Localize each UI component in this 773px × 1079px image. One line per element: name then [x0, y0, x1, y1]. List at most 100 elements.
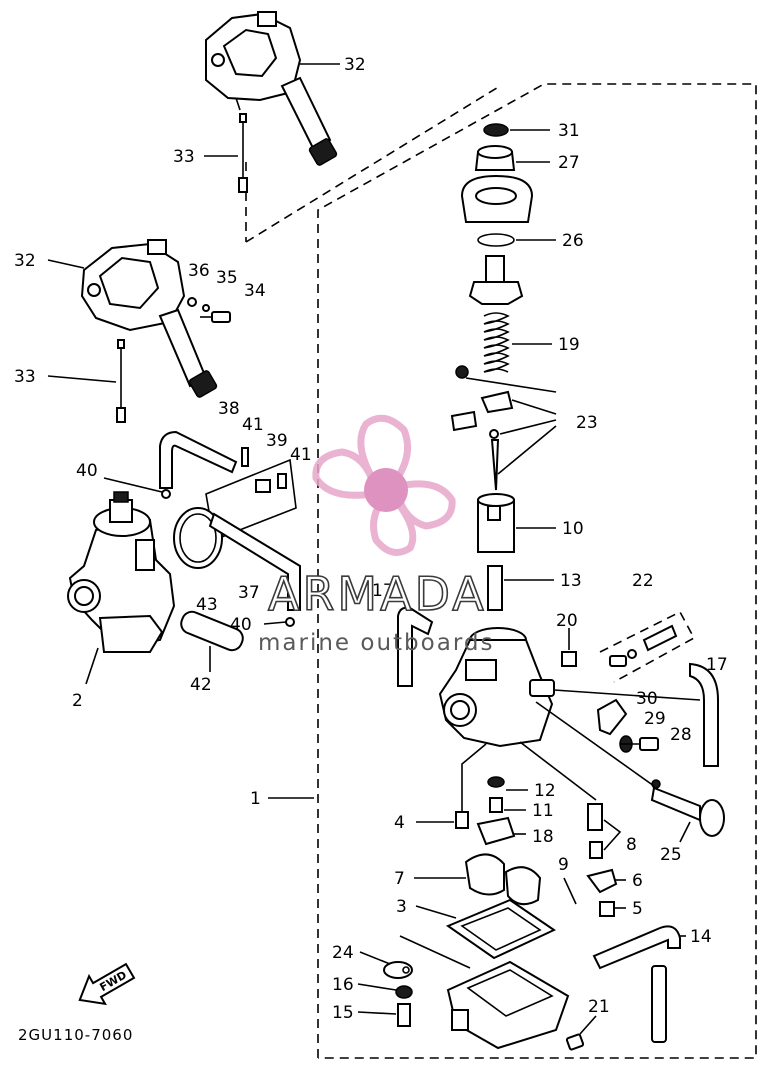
cable-33-upper — [238, 113, 248, 193]
callout-6: 6 — [632, 871, 643, 891]
callout-29: 29 — [644, 709, 666, 729]
carburetor-body-1 — [438, 627, 555, 748]
callout-41b: 41 — [290, 445, 312, 465]
hose-38 — [159, 430, 238, 489]
callout-32a: 32 — [344, 55, 366, 75]
screw-21 — [565, 1033, 585, 1051]
callout-20: 20 — [556, 611, 578, 631]
callout-8: 8 — [626, 835, 637, 855]
throttle-valve-unit-lower — [80, 239, 218, 398]
washer-12 — [487, 776, 505, 788]
cable-adjuster — [468, 255, 524, 305]
callout-28: 28 — [670, 725, 692, 745]
assembly-boundary — [245, 83, 757, 1059]
washer-16 — [395, 985, 413, 999]
leader-32b — [47, 259, 85, 269]
hose-37 — [208, 512, 301, 611]
callout-21: 21 — [588, 997, 610, 1017]
callout-25: 25 — [660, 845, 682, 865]
callout-17b: 17 — [706, 655, 728, 675]
callout-33b: 33 — [14, 367, 36, 387]
callout-9: 9 — [558, 855, 569, 875]
main-jet-4 — [455, 811, 469, 829]
callout-7: 7 — [394, 869, 405, 889]
o-ring-26 — [477, 233, 515, 247]
callout-43: 43 — [196, 595, 218, 615]
bracket-30 — [596, 698, 628, 736]
needle-jet-13 — [487, 565, 503, 611]
tube-42 — [180, 610, 244, 652]
gasket-3 — [445, 898, 557, 960]
callout-15: 15 — [332, 1003, 354, 1023]
callout-22: 22 — [632, 571, 654, 591]
watermark-title: ARMADA — [268, 567, 487, 621]
pilot-screw-set-22 — [599, 610, 696, 683]
hose-17b — [689, 662, 719, 767]
callout-5: 5 — [632, 899, 643, 919]
drawing-code: 2GU110-7060 — [18, 1026, 133, 1044]
hose-17a — [397, 606, 434, 687]
callout-31: 31 — [558, 121, 580, 141]
screw-28 — [639, 737, 659, 751]
callout-11: 11 — [532, 801, 554, 821]
watermark: ARMADA marine outboards — [258, 414, 494, 656]
callout-35: 35 — [216, 268, 238, 288]
propeller-logo-icon — [312, 414, 456, 556]
pilot-jets-8 — [519, 741, 622, 859]
throttle-valve-unit-upper — [205, 11, 338, 166]
pin-9 — [563, 877, 577, 905]
callout-2: 2 — [72, 691, 83, 711]
holder-18 — [476, 816, 516, 846]
leader-2 — [85, 647, 99, 685]
callout-10: 10 — [562, 519, 584, 539]
drain-screw-5 — [599, 901, 615, 917]
washer-24 — [383, 961, 413, 979]
callout-33a: 33 — [173, 147, 195, 167]
callout-37: 37 — [238, 583, 260, 603]
callout-12: 12 — [534, 781, 556, 801]
leader-33b — [47, 375, 117, 383]
throttle-stop-screw-25 — [535, 701, 725, 837]
callout-39: 39 — [266, 431, 288, 451]
callout-34: 34 — [244, 281, 266, 301]
assembly-callout: 1 — [250, 789, 261, 809]
spring-19 — [483, 312, 510, 373]
screw-washers-34-36 — [187, 297, 231, 323]
callout-24: 24 — [332, 943, 354, 963]
callout-19: 19 — [558, 335, 580, 355]
callout-4: 4 — [394, 813, 405, 833]
callout-41a: 41 — [242, 415, 264, 435]
callout-30: 30 — [636, 689, 658, 709]
callout-13: 13 — [560, 571, 582, 591]
float-bowl — [446, 960, 570, 1050]
needle-set-23 — [450, 365, 557, 491]
callout-26: 26 — [562, 231, 584, 251]
bracket-6 — [586, 868, 618, 894]
cap-20 — [561, 651, 577, 667]
washer-31 — [483, 123, 509, 137]
callout-27: 27 — [558, 153, 580, 173]
screw-15 — [397, 1003, 411, 1027]
callout-17a: 17 — [372, 581, 394, 601]
jet-11 — [489, 797, 503, 813]
cable-33-lower — [116, 339, 126, 423]
float-7 — [464, 853, 542, 906]
callout-3: 3 — [396, 897, 407, 917]
callout-18: 18 — [532, 827, 554, 847]
fwd-arrow-icon: FWD — [78, 962, 136, 1006]
callout-42: 42 — [190, 675, 212, 695]
throttle-valve-10 — [477, 493, 515, 553]
watermark-subtitle: marine outboards — [258, 630, 494, 656]
callout-14: 14 — [690, 927, 712, 947]
carburetor-assembly-2 — [67, 491, 176, 653]
clip-40a — [161, 489, 171, 499]
callout-38: 38 — [218, 399, 240, 419]
callout-36: 36 — [188, 261, 210, 281]
hose-14-tube — [651, 965, 667, 1043]
callout-16: 16 — [332, 975, 354, 995]
hose-14 — [592, 925, 681, 970]
callout-40a: 40 — [76, 461, 98, 481]
callout-32b: 32 — [14, 251, 36, 271]
callout-23: 23 — [576, 413, 598, 433]
